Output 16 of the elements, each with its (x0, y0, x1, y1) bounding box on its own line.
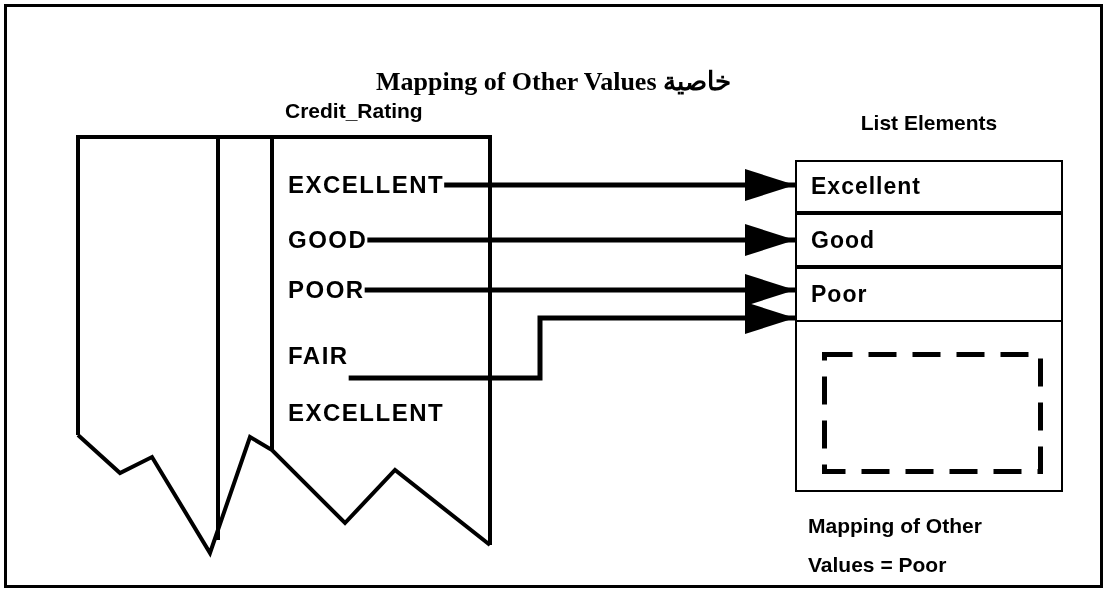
title: Mapping of Other Values خاصية (375, 66, 732, 98)
arrow (444, 169, 795, 201)
arrow (364, 274, 795, 306)
list-cell: Poor (795, 267, 1063, 322)
value-text: EXCELLENT (288, 171, 445, 199)
list-cell: Good (795, 213, 1063, 267)
dashed-box (822, 352, 1043, 474)
beside-label: Mapping of Other Values = Poor (808, 513, 983, 578)
value-text: FAIR (288, 342, 349, 382)
value-text: GOOD (288, 226, 368, 254)
list-heading: List Elements (859, 110, 999, 136)
arrow (348, 302, 795, 381)
value-text: POOR (288, 276, 365, 304)
arrow (367, 224, 795, 256)
value-text: EXCELLENT (288, 399, 445, 427)
column-heading: Credit_Rating (285, 98, 423, 124)
